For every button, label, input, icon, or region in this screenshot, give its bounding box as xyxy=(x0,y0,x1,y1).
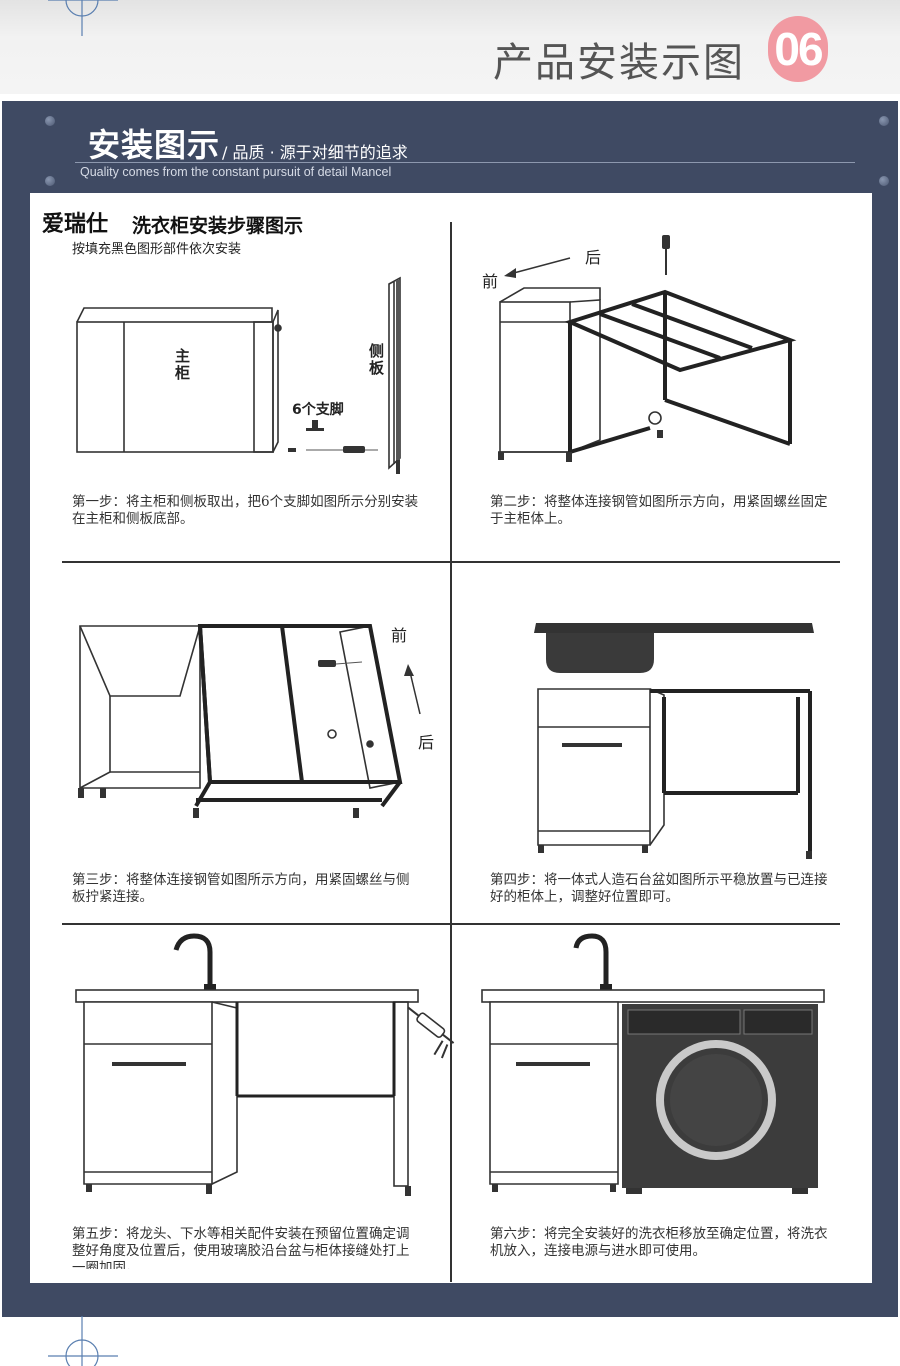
crosshair-mark-bottom xyxy=(48,1316,118,1366)
grid-divider-horizontal xyxy=(62,923,840,925)
label-main-cabinet: 主柜 xyxy=(173,348,191,382)
top-banner xyxy=(0,0,900,94)
screw-icon xyxy=(45,176,55,186)
label-side-panel: 侧板 xyxy=(367,343,385,377)
step5-illustration xyxy=(75,933,455,1196)
section-title: 安装图示 xyxy=(88,126,221,164)
grid-divider-vertical xyxy=(450,222,452,1282)
label-six-feet: 6个支脚 xyxy=(292,402,344,418)
step1-illustration xyxy=(76,276,401,474)
brand-name: 爱瑞仕 xyxy=(42,212,109,237)
guide-note: 按填充黑色图形部件依次安装 xyxy=(72,242,242,257)
page-title: 产品安装示图 xyxy=(493,40,745,86)
step4-illustration xyxy=(534,623,814,859)
screw-icon xyxy=(45,116,55,126)
label-back: 后 xyxy=(418,733,435,752)
section-subtitle: / 品质 · 源于对细节的追求 xyxy=(222,143,408,162)
step3-illustration xyxy=(78,624,421,818)
step2-illustration xyxy=(498,235,797,462)
label-back: 后 xyxy=(585,248,602,267)
section-divider xyxy=(75,162,855,163)
step3-caption: 第三步：将整体连接钢管如图所示方向，用紧固螺丝与侧板拧紧连接。 xyxy=(72,872,410,905)
grid-divider-horizontal xyxy=(62,561,840,563)
step2-caption: 第二步：将整体连接钢管如图所示方向，用紧固螺丝固定于主柜体上。 xyxy=(490,494,828,527)
screw-icon xyxy=(879,116,889,126)
step4-caption: 第四步：将一体式人造石台盆如图所示平稳放置与已连接好的柜体上，调整好位置即可。 xyxy=(490,872,828,905)
step5-caption: 第五步：将龙头、下水等相关配件安装在预留位置确定调整好角度及位置后，使用玻璃胶沿… xyxy=(72,1226,410,1269)
crosshair-mark-top xyxy=(48,0,118,36)
step6-caption: 第六步：将完全安装好的洗衣柜移放至确定位置，将洗衣机放入，连接电源与进水即可使用… xyxy=(490,1226,828,1259)
label-front: 前 xyxy=(482,272,499,291)
guide-title: 洗衣柜安装步骤图示 xyxy=(132,215,304,237)
step1-caption: 第一步：将主柜和侧板取出，把6个支脚如图所示分别安装在主柜和侧板底部。 xyxy=(72,494,419,527)
label-front: 前 xyxy=(391,626,408,645)
section-subtitle-en: Quality comes from the constant pursuit … xyxy=(80,165,392,179)
section-number-badge: 06 xyxy=(768,16,828,82)
screw-icon xyxy=(879,176,889,186)
step6-illustration xyxy=(481,933,825,1194)
